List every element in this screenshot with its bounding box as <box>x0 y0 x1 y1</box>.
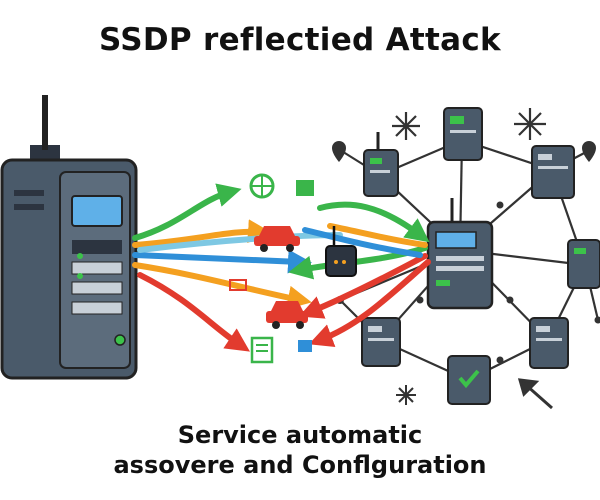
subtitle-line-1: Service automatic <box>177 421 423 449</box>
location-pin-icon <box>332 141 596 162</box>
snowflake-icon <box>514 108 546 140</box>
pointer-arrow-icon <box>517 378 553 410</box>
network-server <box>443 107 483 161</box>
network-server <box>529 317 569 369</box>
reflector-server <box>426 198 494 310</box>
router-icon <box>325 226 357 277</box>
network-server <box>531 145 575 199</box>
subtitle: Service automatic assovere and Conflgura… <box>0 420 600 480</box>
network-server <box>447 355 491 405</box>
car-icon <box>266 301 308 329</box>
attacker-server <box>0 95 138 380</box>
document-icon <box>250 336 274 364</box>
page-title: SSDP reflectied Attack <box>99 22 501 58</box>
snowflake-icon <box>396 385 416 405</box>
network-server <box>361 317 401 367</box>
package-icon <box>229 180 314 352</box>
globe-icon <box>249 173 275 199</box>
subtitle-line-2: assovere and Conflguration <box>113 451 487 479</box>
snowflake-icon <box>392 112 420 140</box>
network-server <box>567 239 600 289</box>
car-icon <box>254 226 300 252</box>
network-server <box>363 132 399 197</box>
